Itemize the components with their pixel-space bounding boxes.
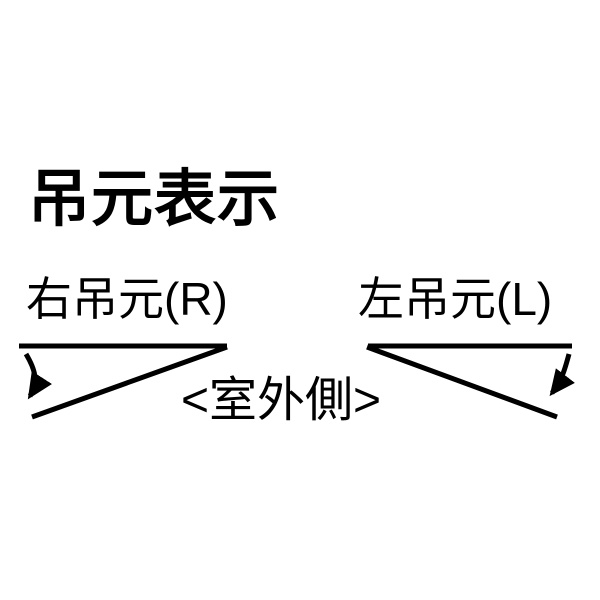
page-title: 吊元表示 xyxy=(28,165,281,234)
right-hinge-swing-arrow-icon xyxy=(23,352,52,400)
right-hinge-label: 右吊元(R) xyxy=(26,273,228,325)
right-hinge-figure xyxy=(19,343,228,420)
left-hinge-label: 左吊元(L) xyxy=(358,273,553,325)
left-hinge-door-line xyxy=(366,344,558,420)
outdoor-side-label: <室外側> xyxy=(181,374,382,427)
left-hinge-figure xyxy=(366,343,575,420)
left-hinge-swing-arrow-icon xyxy=(549,353,575,397)
right-hinge-door-line xyxy=(31,344,228,420)
